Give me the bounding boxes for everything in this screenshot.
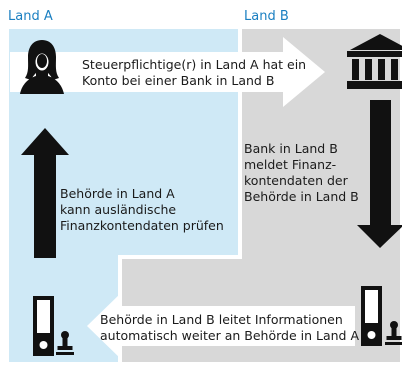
country-a-label: Land A — [8, 9, 53, 24]
step-taxpayer-account: Steuerpflichtige(r) in Land A hat ein Ko… — [82, 57, 307, 88]
country-b-label: Land B — [244, 9, 289, 24]
step-authority-checks: Behörde in Land A kann ausländische Fina… — [60, 186, 224, 233]
file-binder-stamp-icon — [361, 286, 402, 346]
step-bank-reports: Bank in Land B meldet Finanz- kontendate… — [244, 141, 359, 204]
bank-icon — [347, 34, 402, 89]
step-authority-forwards: Behörde in Land B leitet Informationen a… — [100, 312, 359, 343]
file-binder-stamp-icon — [33, 296, 74, 356]
person-icon — [20, 40, 64, 94]
arrow-down-icon — [357, 100, 402, 248]
arrow-to-bank — [10, 37, 325, 107]
zone-divider — [238, 29, 242, 259]
arrow-to-authority-a — [87, 292, 355, 360]
zone-divider-horizontal — [118, 255, 242, 259]
arrow-up-icon — [21, 128, 69, 258]
